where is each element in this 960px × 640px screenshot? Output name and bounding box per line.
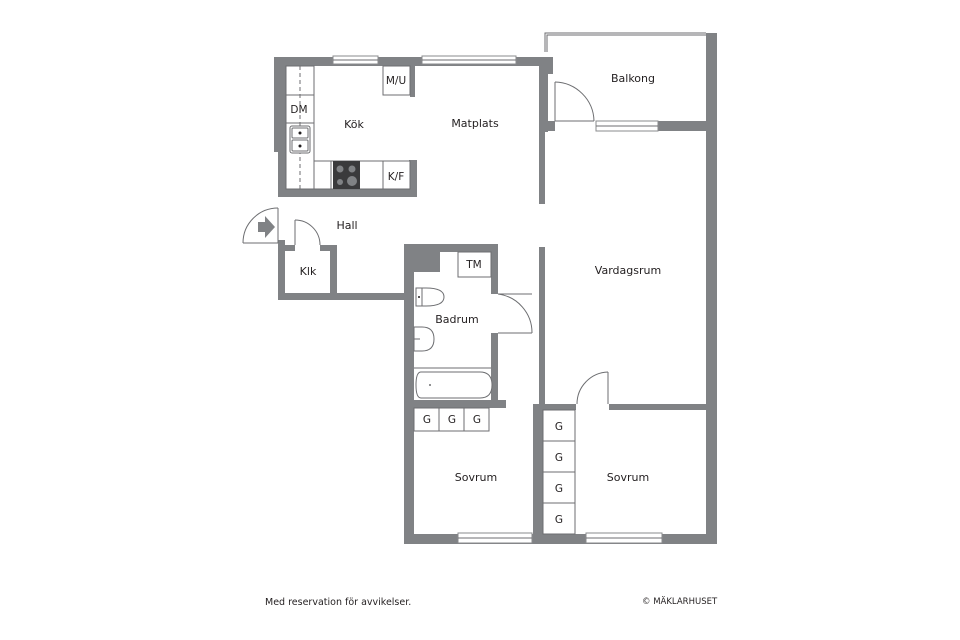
sink-icon	[289, 125, 311, 154]
stove-icon	[333, 161, 360, 189]
wardrobe-label: G	[555, 421, 563, 433]
washing-machine-label: TM	[465, 259, 481, 271]
copyright-text: © MÄKLARHUSET	[642, 597, 718, 607]
bathroom-fixtures	[413, 251, 493, 399]
room-label-bathroom: Badrum	[435, 313, 478, 326]
kitchen-counter	[285, 65, 411, 190]
wardrobe-label: G	[423, 414, 431, 426]
doors	[242, 81, 609, 405]
windows	[332, 55, 663, 544]
wardrobe-label: G	[473, 414, 481, 426]
room-label-bedroom-2: Sovrum	[607, 471, 649, 484]
wardrobe-label: G	[555, 452, 563, 464]
wardrobe-label: G	[555, 514, 563, 526]
fridge-freezer-label: K/F	[388, 171, 404, 183]
room-label-balcony: Balkong	[611, 72, 655, 85]
disclaimer-text: Med reservation för avvikelser.	[265, 597, 412, 608]
toilet-icon	[415, 287, 445, 307]
room-label-living-room: Vardagsrum	[595, 264, 661, 277]
entrance-arrow-icon	[258, 216, 275, 238]
washbasin-icon	[413, 326, 435, 352]
microwave-label: M/U	[386, 75, 406, 87]
room-label-kitchen: Kök	[344, 118, 364, 131]
room-label-hall: Hall	[336, 219, 357, 232]
room-label-bedroom-1: Sovrum	[455, 471, 497, 484]
walls	[274, 33, 717, 544]
room-label-dining: Matplats	[451, 117, 499, 130]
wardrobes-bedroom-1	[413, 407, 490, 432]
dishwasher-label: DM	[290, 104, 307, 116]
wardrobe-label: G	[448, 414, 456, 426]
wardrobe-label: G	[555, 483, 563, 495]
room-label-closet: Klk	[300, 265, 317, 278]
balcony-railing	[544, 32, 706, 52]
bathtub-icon	[415, 371, 493, 399]
wardrobes-bedroom-2	[542, 409, 576, 535]
